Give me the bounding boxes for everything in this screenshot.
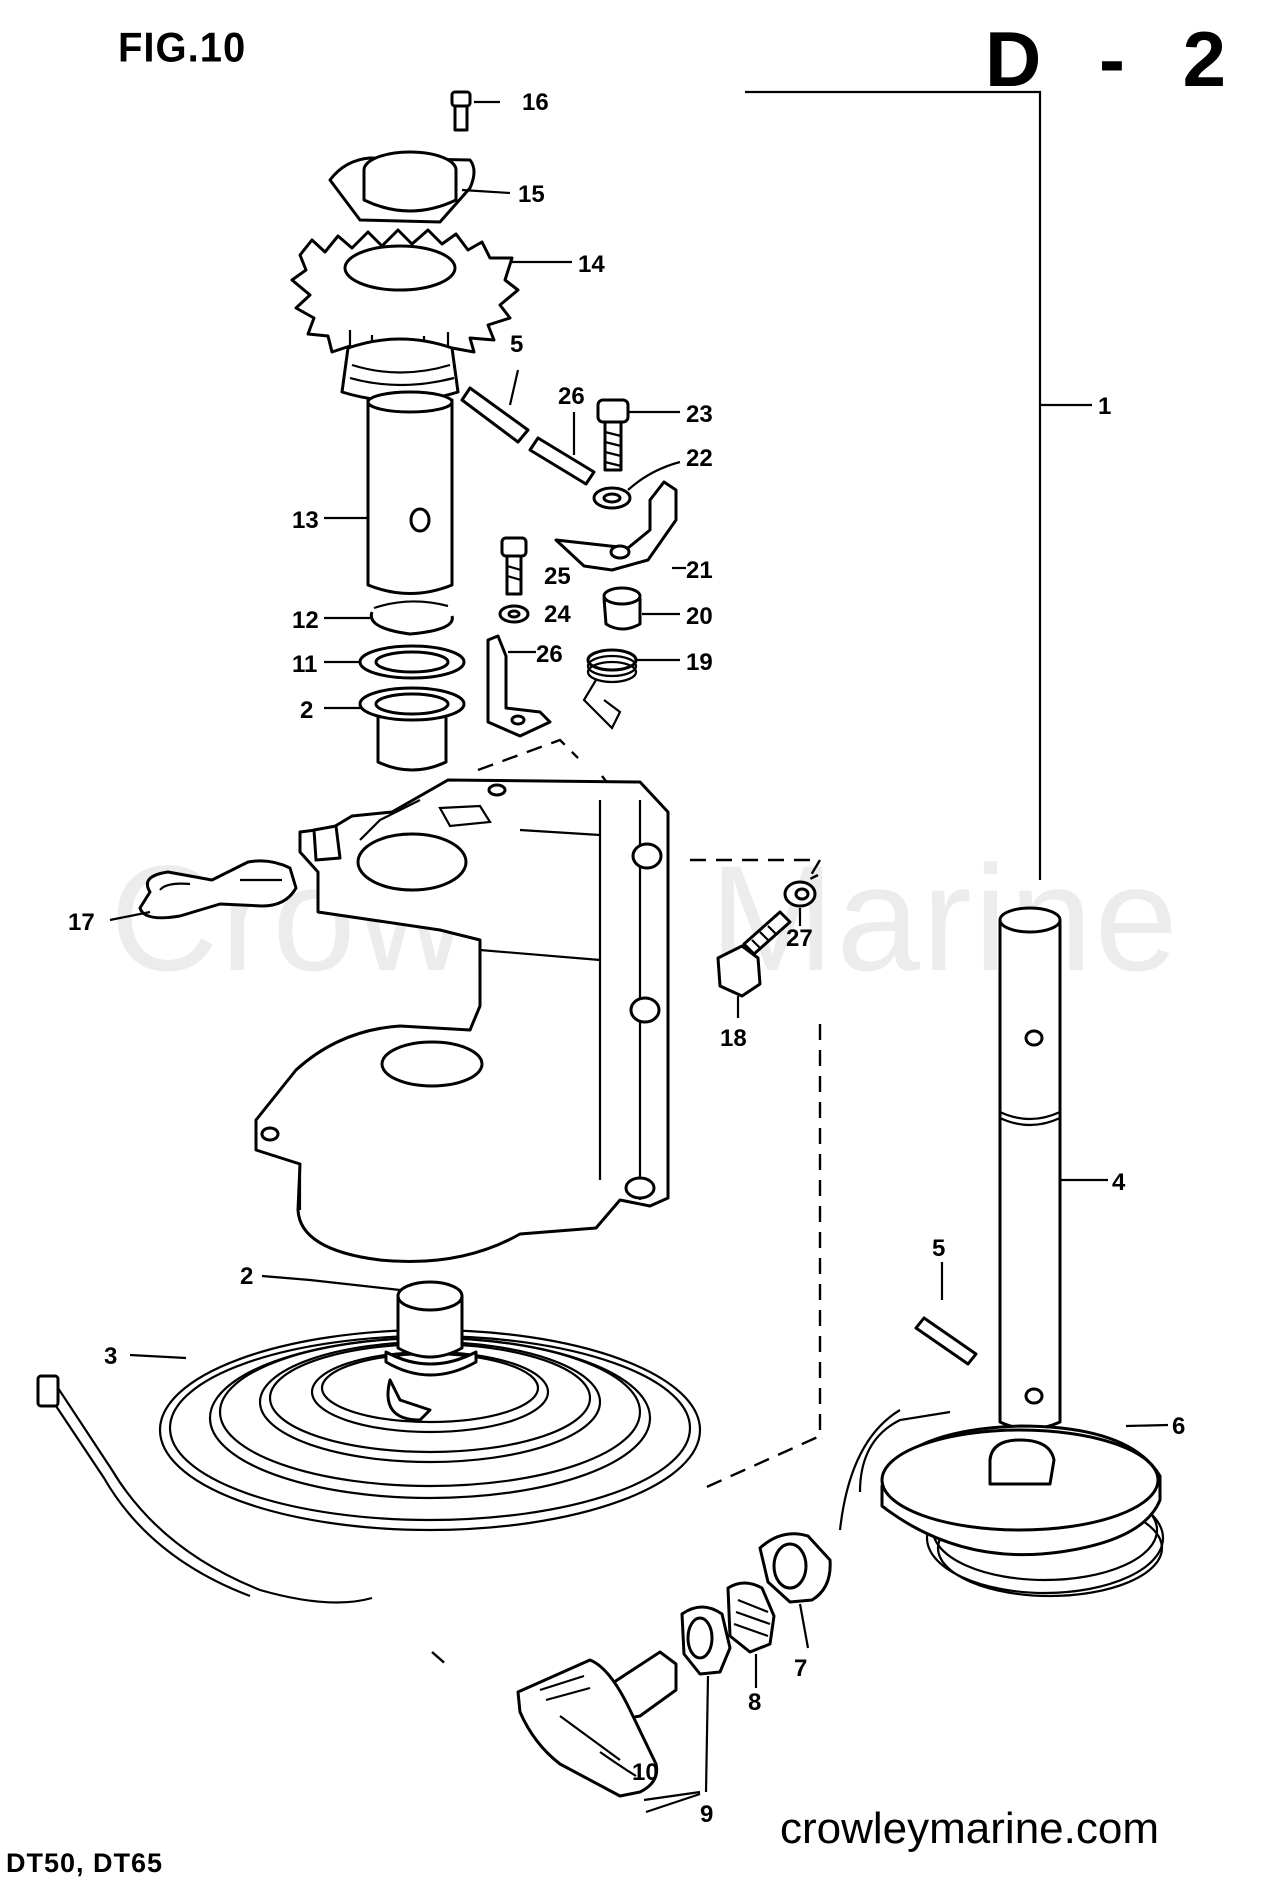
part-16-screw <box>450 90 500 132</box>
callout-26-lower: 18 <box>720 1025 747 1052</box>
part-15-cap <box>328 150 511 224</box>
callout-13: 13 <box>292 507 319 534</box>
part-3-spiral-spring <box>36 1328 702 1604</box>
callout-3: 3 <box>104 1343 117 1370</box>
part-23-bracket <box>486 634 552 738</box>
callout-5-upper: 5 <box>510 331 523 358</box>
callout-17: 17 <box>68 909 95 936</box>
part-10-handle <box>516 1650 701 1814</box>
assembly-bracket-1 <box>745 90 1092 880</box>
part-25-bolt <box>500 536 528 596</box>
part-22-bolt <box>596 398 680 472</box>
part-7-guide <box>758 1532 832 1649</box>
routing-dashed-lines <box>431 1024 822 1667</box>
part-20-lever-plate <box>554 480 686 572</box>
callout-24: 24 <box>544 601 571 628</box>
part-5-pin-upper <box>460 369 530 444</box>
page-code: D - 2 <box>984 15 1244 103</box>
part-2-bushing-upper <box>324 686 466 772</box>
part-21-washer <box>592 460 681 510</box>
part-8-collar <box>726 1581 776 1688</box>
part-26-pin-upper <box>528 412 596 486</box>
callout-4: 4 <box>1112 1169 1126 1196</box>
callout-2-upper: 2 <box>300 697 313 724</box>
part-11-washer <box>324 644 466 680</box>
part-13-shaft <box>324 337 460 595</box>
part-26-bolt-lower <box>716 910 792 1018</box>
callout-20: 21 <box>686 557 713 584</box>
part-14-gear <box>290 228 572 370</box>
part-5-pin-lower <box>914 1262 978 1366</box>
callout-16: 16 <box>522 89 549 116</box>
callout-10: 10 <box>632 1759 659 1786</box>
part-9-grommet <box>680 1605 732 1793</box>
callout-25: 25 <box>544 563 571 590</box>
main-housing <box>254 738 823 1263</box>
part-18-spring <box>582 648 680 730</box>
callout-9: 9 <box>700 1801 713 1828</box>
part-17-spring-clip <box>109 859 298 922</box>
part-19-bushing <box>602 586 680 631</box>
part-6-reel <box>838 1409 1169 1598</box>
callout-23: 26 <box>536 641 563 668</box>
part-2-bushing-lower <box>261 1274 478 1377</box>
callout-7: 7 <box>794 1655 807 1682</box>
callout-5-lower: 5 <box>932 1235 945 1262</box>
callout-18: 19 <box>686 649 713 676</box>
callout-8: 8 <box>748 1689 761 1716</box>
callout-19: 20 <box>686 603 713 630</box>
part-24-washer <box>498 604 530 624</box>
callout-15: 15 <box>518 181 545 208</box>
callout-26-upper: 26 <box>558 383 585 410</box>
callout-11: 11 <box>292 651 317 678</box>
figure-title: FIG.10 <box>118 24 247 72</box>
callout-12: 12 <box>292 607 319 634</box>
callout-27: 27 <box>786 925 813 952</box>
callout-22: 23 <box>686 401 713 428</box>
callout-14: 14 <box>578 251 605 278</box>
part-12-circlip <box>324 600 454 636</box>
part-4-shaft <box>998 906 1108 1431</box>
part-27-washer <box>783 880 817 926</box>
callout-2-lower: 2 <box>240 1263 253 1290</box>
callout-1: 1 <box>1098 393 1111 420</box>
callout-labels: 16 15 14 5 26 23 1 22 13 25 21 12 24 20 … <box>68 89 1185 1828</box>
callout-6: 6 <box>1172 1413 1185 1440</box>
model-list: DT50, DT65 <box>6 1848 164 1878</box>
website-url[interactable]: crowleymarine.com <box>780 1804 1159 1853</box>
callout-21: 22 <box>686 445 713 472</box>
